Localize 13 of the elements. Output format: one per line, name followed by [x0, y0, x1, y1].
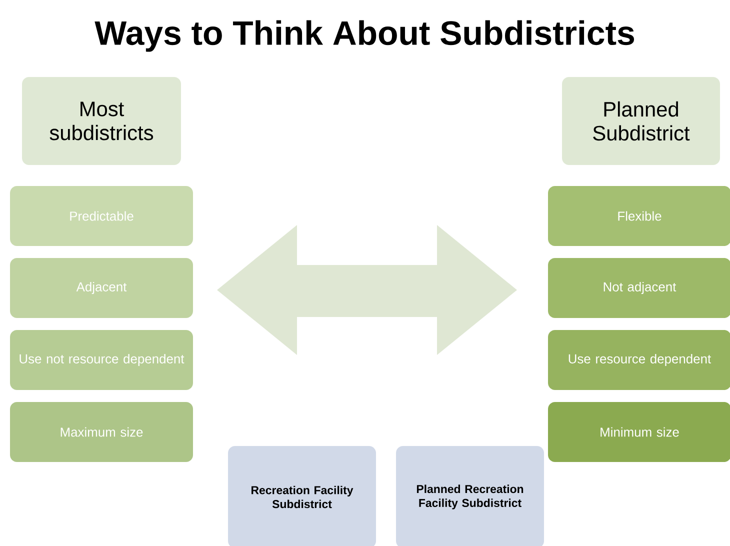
- item-box: Minimum size: [548, 402, 730, 462]
- header-box: Planned Subdistrict: [562, 77, 720, 165]
- item-box: Maximum size: [10, 402, 193, 462]
- title: Ways to Think About Subdistricts: [94, 20, 634, 52]
- header-box: Most subdistricts: [22, 77, 181, 165]
- item-box: Not adjacent: [548, 258, 730, 318]
- item-box: Adjacent: [10, 258, 193, 318]
- subdistrict-box: Planned Recreation Facility Subdistrict: [396, 446, 544, 546]
- item-box: Predictable: [10, 186, 193, 246]
- item-box: Flexible: [548, 186, 730, 246]
- subdistrict-box: Recreation Facility Subdistrict: [228, 446, 376, 546]
- item-box: Use not resource dependent: [10, 330, 193, 390]
- item-box: Use resource dependent: [548, 330, 730, 390]
